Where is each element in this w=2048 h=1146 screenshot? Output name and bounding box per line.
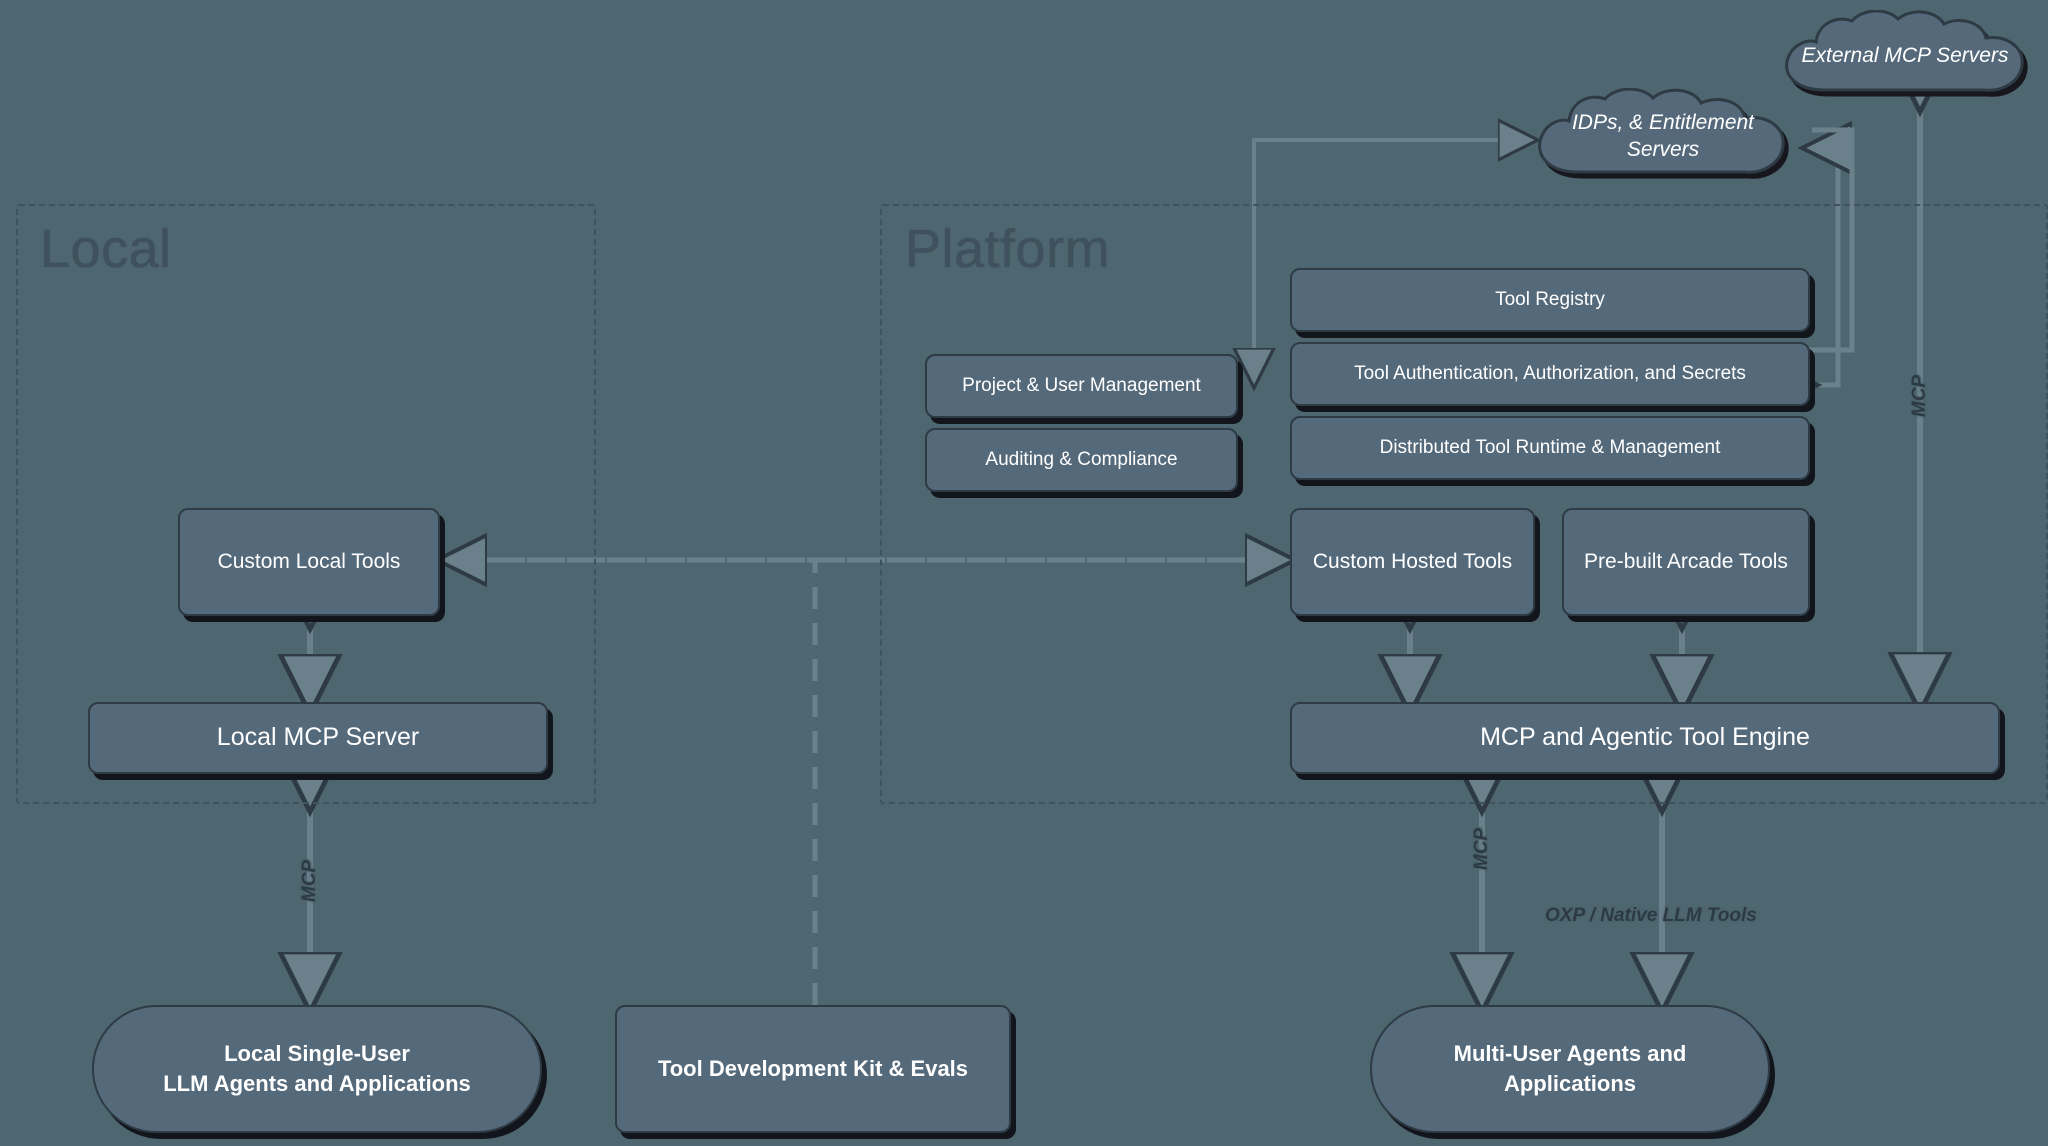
node-multi-user-agents[interactable]: Multi-User Agents and Applications [1370, 1005, 1770, 1133]
zone-local [16, 204, 596, 804]
node-local-mcp-server-label: Local MCP Server [216, 723, 420, 752]
edge-label-mcp-platform: MCP [1471, 827, 1492, 871]
node-tool-registry[interactable]: Tool Registry [1290, 268, 1810, 332]
node-local-single-user-agents-label: Local Single-User LLM Agents and Applica… [145, 1039, 489, 1098]
node-mcp-agentic-tool-engine-label: MCP and Agentic Tool Engine [1480, 723, 1810, 752]
node-multi-user-agents-line1: Multi-User Agents and [1453, 1041, 1687, 1067]
node-multi-user-agents-label: Multi-User Agents and Applications [1436, 1039, 1705, 1098]
cloud-shape-icon [1785, 10, 2024, 92]
node-local-single-user-agents-line1: Local Single-User [224, 1041, 410, 1067]
node-distributed-tool-runtime-management-label: Distributed Tool Runtime & Management [1379, 437, 1721, 459]
zone-platform [880, 204, 2048, 804]
node-custom-local-tools-label: Custom Local Tools [217, 549, 401, 573]
edge-label-mcp-local: MCP [299, 859, 320, 903]
node-tool-authentication-authorization-secrets-label: Tool Authentication, Authorization, and … [1354, 363, 1746, 385]
node-custom-hosted-tools-label: Custom Hosted Tools [1312, 549, 1513, 573]
node-local-mcp-server[interactable]: Local MCP Server [88, 702, 548, 774]
node-tool-development-kit-evals-label: Tool Development Kit & Evals [657, 1056, 969, 1082]
node-tool-development-kit-evals[interactable]: Tool Development Kit & Evals [615, 1005, 1011, 1133]
node-local-single-user-agents[interactable]: Local Single-User LLM Agents and Applica… [92, 1005, 542, 1133]
node-custom-local-tools[interactable]: Custom Local Tools [178, 508, 440, 616]
node-auditing-compliance[interactable]: Auditing & Compliance [925, 428, 1238, 492]
cloud-idps-entitlement-servers: IDPs, & Entitlement Servers [1523, 88, 1803, 184]
zone-local-title: Local [40, 219, 172, 279]
node-pre-built-arcade-tools-label: Pre-built Arcade Tools [1584, 549, 1788, 573]
node-project-user-management[interactable]: Project & User Management [925, 354, 1238, 418]
edge-toolauth-to-idps [1808, 130, 1855, 385]
node-auditing-compliance-label: Auditing & Compliance [985, 449, 1178, 471]
node-custom-hosted-tools[interactable]: Custom Hosted Tools [1290, 508, 1535, 616]
node-distributed-tool-runtime-management[interactable]: Distributed Tool Runtime & Management [1290, 416, 1810, 480]
node-multi-user-agents-line2: Applications [1503, 1071, 1636, 1096]
edge-label-oxp-native-llm-tools: OXP / Native LLM Tools [1545, 905, 1757, 926]
node-project-user-management-label: Project & User Management [962, 375, 1201, 397]
node-tool-registry-label: Tool Registry [1495, 289, 1605, 311]
cloud-idps-entitlement-servers-label: IDPs, & Entitlement Servers [1571, 110, 1755, 161]
node-local-single-user-agents-line2: LLM Agents and Applications [163, 1071, 471, 1096]
node-tool-authentication-authorization-secrets[interactable]: Tool Authentication, Authorization, and … [1290, 342, 1810, 406]
cloud-external-mcp-servers: External MCP Servers [1770, 10, 2040, 102]
zone-platform-title: Platform [905, 219, 1111, 279]
edge-label-mcp-external: MCP [1909, 374, 1930, 418]
node-mcp-agentic-tool-engine[interactable]: MCP and Agentic Tool Engine [1290, 702, 2000, 774]
cloud-external-mcp-servers-label: External MCP Servers [1801, 44, 2009, 68]
node-pre-built-arcade-tools[interactable]: Pre-built Arcade Tools [1562, 508, 1810, 616]
